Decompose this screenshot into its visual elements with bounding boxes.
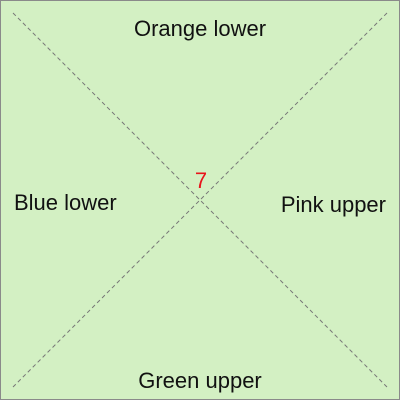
edge-label-left: Blue lower (14, 190, 117, 215)
edge-label-right: Pink upper (280, 192, 386, 217)
edge-label-top: Orange lower (133, 16, 267, 41)
tile-number: 7 (194, 168, 208, 193)
edge-label-bottom: Green upper (138, 368, 262, 393)
